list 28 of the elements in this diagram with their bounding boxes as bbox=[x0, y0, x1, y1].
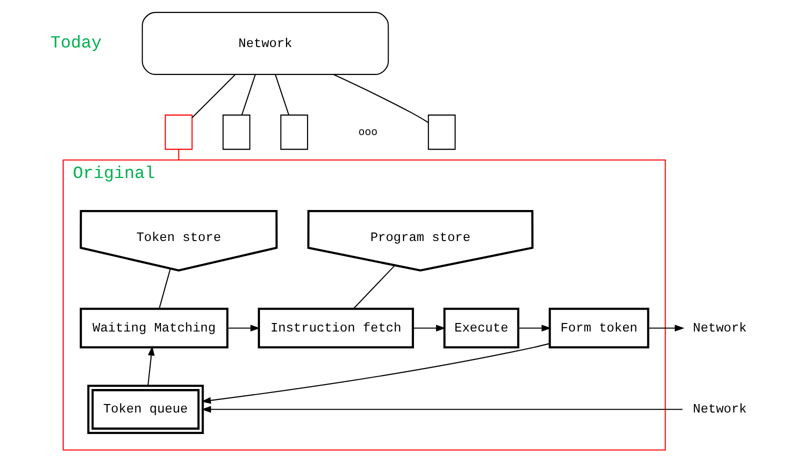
node-box bbox=[164, 114, 193, 150]
arrow bbox=[648, 324, 684, 332]
connector bbox=[333, 74, 429, 123]
arrow bbox=[518, 324, 552, 332]
label: Today bbox=[50, 34, 102, 54]
arrow bbox=[228, 324, 260, 332]
node-box bbox=[280, 114, 308, 150]
node-box: Token queue bbox=[87, 384, 204, 434]
node-box: Form token bbox=[548, 308, 650, 348]
node-box: Instruction fetch bbox=[258, 308, 414, 348]
connector bbox=[158, 268, 171, 309]
arrow bbox=[201, 343, 550, 404]
node-text: Network bbox=[692, 402, 747, 417]
arrow bbox=[147, 346, 155, 386]
connector bbox=[353, 265, 395, 309]
arrow bbox=[413, 324, 446, 332]
connector bbox=[274, 74, 290, 116]
node-box: Execute bbox=[443, 308, 520, 348]
connector bbox=[192, 74, 236, 118]
node-box: Network bbox=[142, 12, 389, 75]
node-text: Network bbox=[692, 320, 747, 336]
connector bbox=[241, 74, 256, 116]
arrow bbox=[201, 406, 682, 413]
node-box bbox=[222, 114, 250, 150]
node-box: Waiting Matching bbox=[80, 308, 228, 348]
connector bbox=[178, 149, 180, 160]
label: ooo bbox=[358, 126, 378, 139]
node-box bbox=[428, 114, 456, 150]
